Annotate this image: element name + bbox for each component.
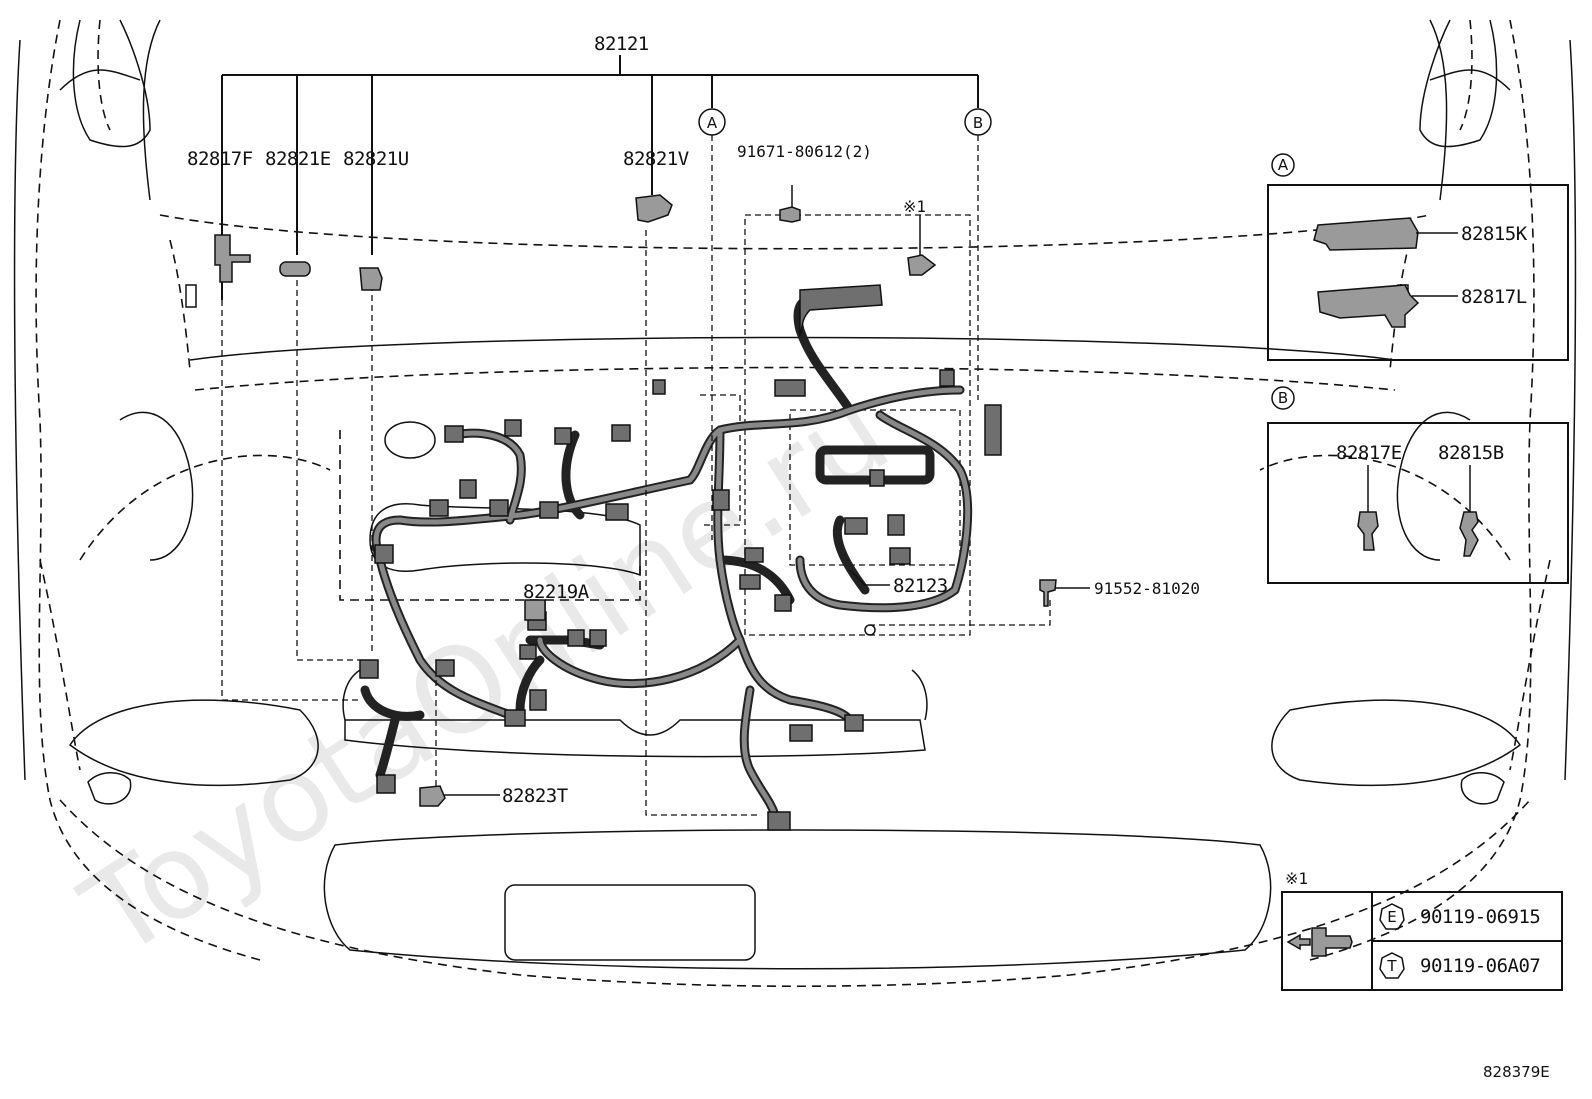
note-table: ※1 E 90119-06915 T 90119-06A07: [1281, 869, 1563, 991]
detail-a-part-2: 82817L: [1461, 286, 1527, 308]
clip-82823T: [419, 785, 446, 807]
top-clips: [214, 194, 1057, 807]
detail-a: A 82815K 82817L: [1267, 153, 1569, 361]
note-table-ref: ※1: [1285, 869, 1308, 888]
label-82823T: 82823T: [502, 785, 568, 807]
clip-82821V: [635, 194, 673, 223]
detail-a-part-1: 82815K: [1461, 223, 1528, 245]
clip-82821U: [359, 267, 383, 291]
detail-b-tag: B: [1278, 389, 1288, 407]
detail-a-tag: A: [1278, 156, 1289, 174]
clip-82815B-icon: [1459, 511, 1479, 557]
bolt-note1-icon: [907, 254, 937, 276]
car-body-outline: [13, 19, 1577, 988]
note-row-1-part: 90119-06915: [1420, 906, 1540, 928]
note-row-1-tag: E: [1387, 908, 1396, 926]
label-bolt-top: 91671-80612(2): [737, 142, 872, 161]
label-82821U: 82821U: [343, 148, 409, 170]
label-82821V: 82821V: [623, 148, 689, 170]
clip-82821E: [279, 261, 311, 277]
diagram-code: 828379E: [1483, 1063, 1550, 1081]
clip-82817F: [214, 234, 251, 283]
label-note-ref: ※1: [903, 197, 926, 216]
clip-82817L-icon: [1317, 284, 1420, 328]
callout-a: A: [707, 114, 718, 132]
bolt-top-icon: [779, 206, 801, 223]
bolt-right-icon: [1039, 579, 1057, 607]
label-82219A: 82219A: [523, 581, 590, 603]
detail-b-part-1: 82817E: [1336, 442, 1402, 464]
label-82121: 82121: [594, 33, 649, 55]
detail-b: B 82817E 82815B: [1267, 386, 1569, 584]
arrow-icon: [1286, 933, 1311, 951]
clip-82817E-icon: [1357, 511, 1379, 551]
note-row-2-part: 90119-06A07: [1420, 955, 1540, 977]
label-82821E: 82821E: [265, 148, 331, 170]
bolt-icon: [1311, 927, 1353, 957]
note-row-2-tag: T: [1386, 957, 1397, 975]
label-bolt-right: 91552-81020: [1094, 579, 1200, 598]
detail-b-part-2: 82815B: [1438, 442, 1504, 464]
clip-82815K-icon: [1313, 217, 1419, 251]
callout-b: B: [973, 114, 983, 132]
main-labels: 82121 82817F 82821E 82821U 82821V 91671-…: [187, 33, 1200, 807]
label-82817F: 82817F: [187, 148, 253, 170]
wiring-harness-82121: [359, 284, 1002, 831]
protector-82219A: [524, 599, 546, 621]
label-82123: 82123: [893, 575, 948, 597]
